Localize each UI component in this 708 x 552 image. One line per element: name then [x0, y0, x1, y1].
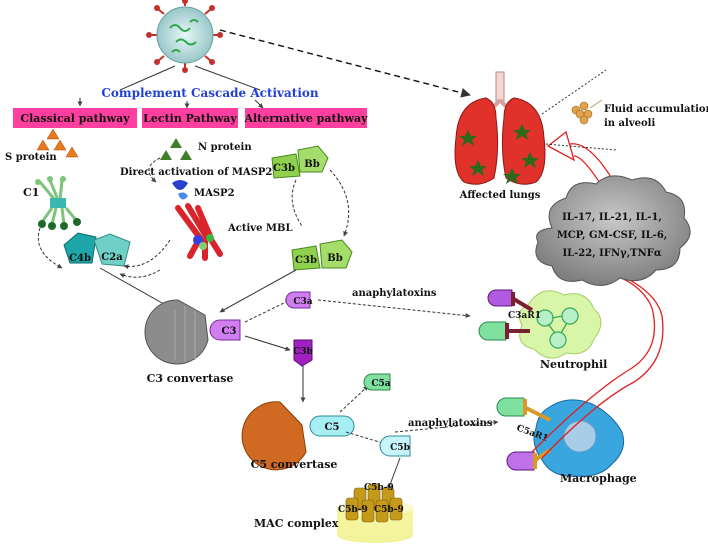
bb-bottom-label: Bb	[327, 253, 342, 264]
bb-top-label: Bb	[304, 159, 319, 170]
c5a-block: C5a	[363, 373, 391, 391]
affected-lungs-label: Affected lungs	[459, 190, 541, 201]
c3b-bb-complex-top: C3b Bb	[271, 145, 329, 179]
c1-label: C1	[23, 186, 39, 199]
anaphylatoxins-bottom-label: anaphylatoxins	[408, 418, 493, 429]
c3a-label: C3a	[293, 297, 312, 307]
c3ar1-receptor-top	[487, 289, 534, 312]
mac-complex-label: MAC complex	[254, 517, 339, 530]
cytokine-line-2: MCP, GM-CSF, IL-6,	[557, 230, 668, 241]
c5b9-label-1: C5b-9	[364, 483, 394, 493]
alternative-pathway-label: Alternative pathway	[243, 112, 368, 125]
c3b-small-label: C3b	[293, 347, 313, 357]
virus-icon	[146, 0, 223, 73]
c5a-label: C5a	[371, 379, 390, 389]
s-protein-label: S protein	[5, 152, 57, 163]
c2a-label: C2a	[101, 252, 123, 263]
fluid-label-line-2: in alveoli	[604, 118, 655, 129]
c5b9-label-3: C5b-9	[374, 505, 404, 515]
c4b-label: C4b	[69, 253, 91, 264]
c5-convertase-label: C5 convertase	[251, 458, 338, 471]
c3b-bottom-label: C3b	[295, 255, 317, 266]
c5b-label: C5b	[390, 443, 410, 453]
c3a-block: C3a	[285, 291, 313, 309]
mac-complex-icon: C5b-9 C5b-9 C5b-9	[337, 483, 413, 543]
alternative-pathway-box: Alternative pathway	[243, 108, 368, 128]
masp2-label: MASP2	[194, 188, 235, 199]
diagram-title: Complement Cascade Activation	[101, 86, 319, 100]
lungs-icon	[454, 71, 546, 185]
c3-block: C3	[209, 319, 241, 341]
c5-block: C5	[309, 415, 355, 437]
c3b-small-block: C3b	[293, 339, 313, 367]
active-mbl-label: Active MBL	[227, 223, 292, 234]
c5-convertase-pacman	[241, 401, 307, 471]
macrophage-label: Macrophage	[560, 472, 637, 485]
classical-pathway-box: Classical pathway	[13, 108, 137, 128]
direct-activation-label: Direct activation of MASP2	[120, 167, 272, 178]
macrophage-icon	[533, 399, 625, 477]
c5b9-label-2: C5b-9	[338, 505, 368, 515]
c3ar1-label: C3aR1	[508, 311, 541, 321]
lectin-pathway-box: Lectin Pathway	[142, 108, 238, 128]
cytokine-line-3: IL-22, IFNγ,TNFα	[562, 248, 661, 259]
anaphylatoxins-top-label: anaphylatoxins	[352, 288, 437, 299]
c3-label: C3	[222, 326, 237, 337]
fluid-label-line-1: Fluid accumulation	[604, 104, 708, 115]
c5-label: C5	[325, 422, 340, 433]
neutrophil-label: Neutrophil	[540, 358, 607, 371]
c3b-bb-complex-bottom: C3b Bb	[291, 239, 353, 271]
lectin-pathway-label: Lectin Pathway	[143, 112, 237, 125]
c1-complex-icon	[35, 176, 81, 230]
alveoli-icon	[571, 99, 603, 125]
n-protein-label: N protein	[198, 142, 252, 153]
n-protein-triangles-icon	[160, 138, 192, 160]
cytokine-line-1: IL-17, IL-21, IL-1,	[562, 212, 662, 223]
c4b-c2a-complex: C4b C2a	[63, 232, 131, 267]
neutrophil-icon	[518, 290, 602, 359]
c3ar1-receptor-bottom	[478, 321, 530, 341]
classical-pathway-label: Classical pathway	[20, 112, 130, 125]
active-mbl-icon	[175, 203, 223, 261]
c3b-top-label: C3b	[273, 163, 295, 174]
c3-convertase-label: C3 convertase	[147, 372, 234, 385]
masp2-icon	[172, 180, 188, 200]
c5ar1-receptor-top	[496, 397, 551, 422]
c5b-block: C5b	[379, 435, 411, 457]
s-protein-triangles-icon	[36, 128, 79, 158]
cytokine-cloud: IL-17, IL-21, IL-1, MCP, GM-CSF, IL-6, I…	[535, 175, 691, 286]
c3-convertase-pacman	[144, 299, 209, 365]
